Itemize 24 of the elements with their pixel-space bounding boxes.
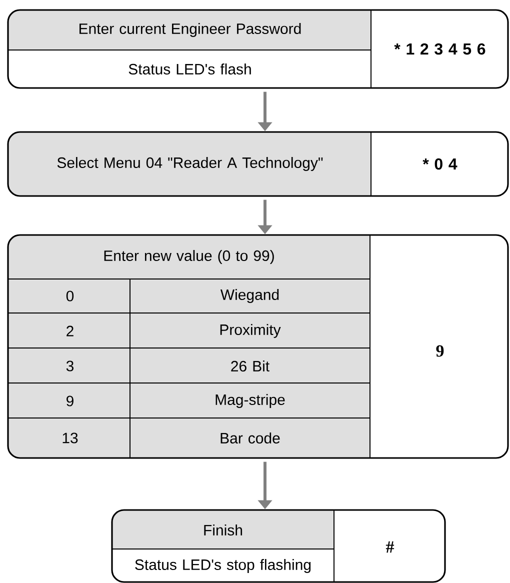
step-box [111, 509, 446, 583]
instruction-text: Enter current Engineer Password [80, 23, 301, 37]
table-cell-text: 9 [66, 396, 74, 406]
table-cell-text: Mag-stripe [216, 394, 285, 408]
table-cell-text: Wiegand [220, 289, 279, 303]
instruction-text: Enter new value (0 to 99) [104, 250, 274, 264]
instruction-text: Status LED's flash [128, 64, 251, 74]
table-cell-text: 3 [66, 360, 74, 372]
key-sequence: * 0 4 [422, 158, 458, 170]
table-cell-text: Proximity [220, 324, 281, 338]
step-box [7, 234, 509, 459]
table-cell-text: 26 Bit [231, 360, 270, 372]
step-box [7, 131, 509, 197]
table-cell-text: 0 [66, 290, 74, 302]
key-sequence: * 1 2 3 4 5 6 [394, 43, 486, 55]
table-cell-text: 2 [66, 326, 74, 336]
instruction-text: Finish [204, 524, 242, 536]
key-sequence: 9 [436, 345, 444, 357]
instruction-text: Select Menu 04 "Reader A Technology" [57, 157, 323, 171]
step-box [7, 9, 509, 89]
table-cell-text: Bar code [220, 432, 280, 444]
table-cell-text: 13 [62, 432, 78, 444]
instruction-text: Status LED's stop flashing [135, 559, 311, 573]
key-sequence: # [386, 541, 394, 553]
